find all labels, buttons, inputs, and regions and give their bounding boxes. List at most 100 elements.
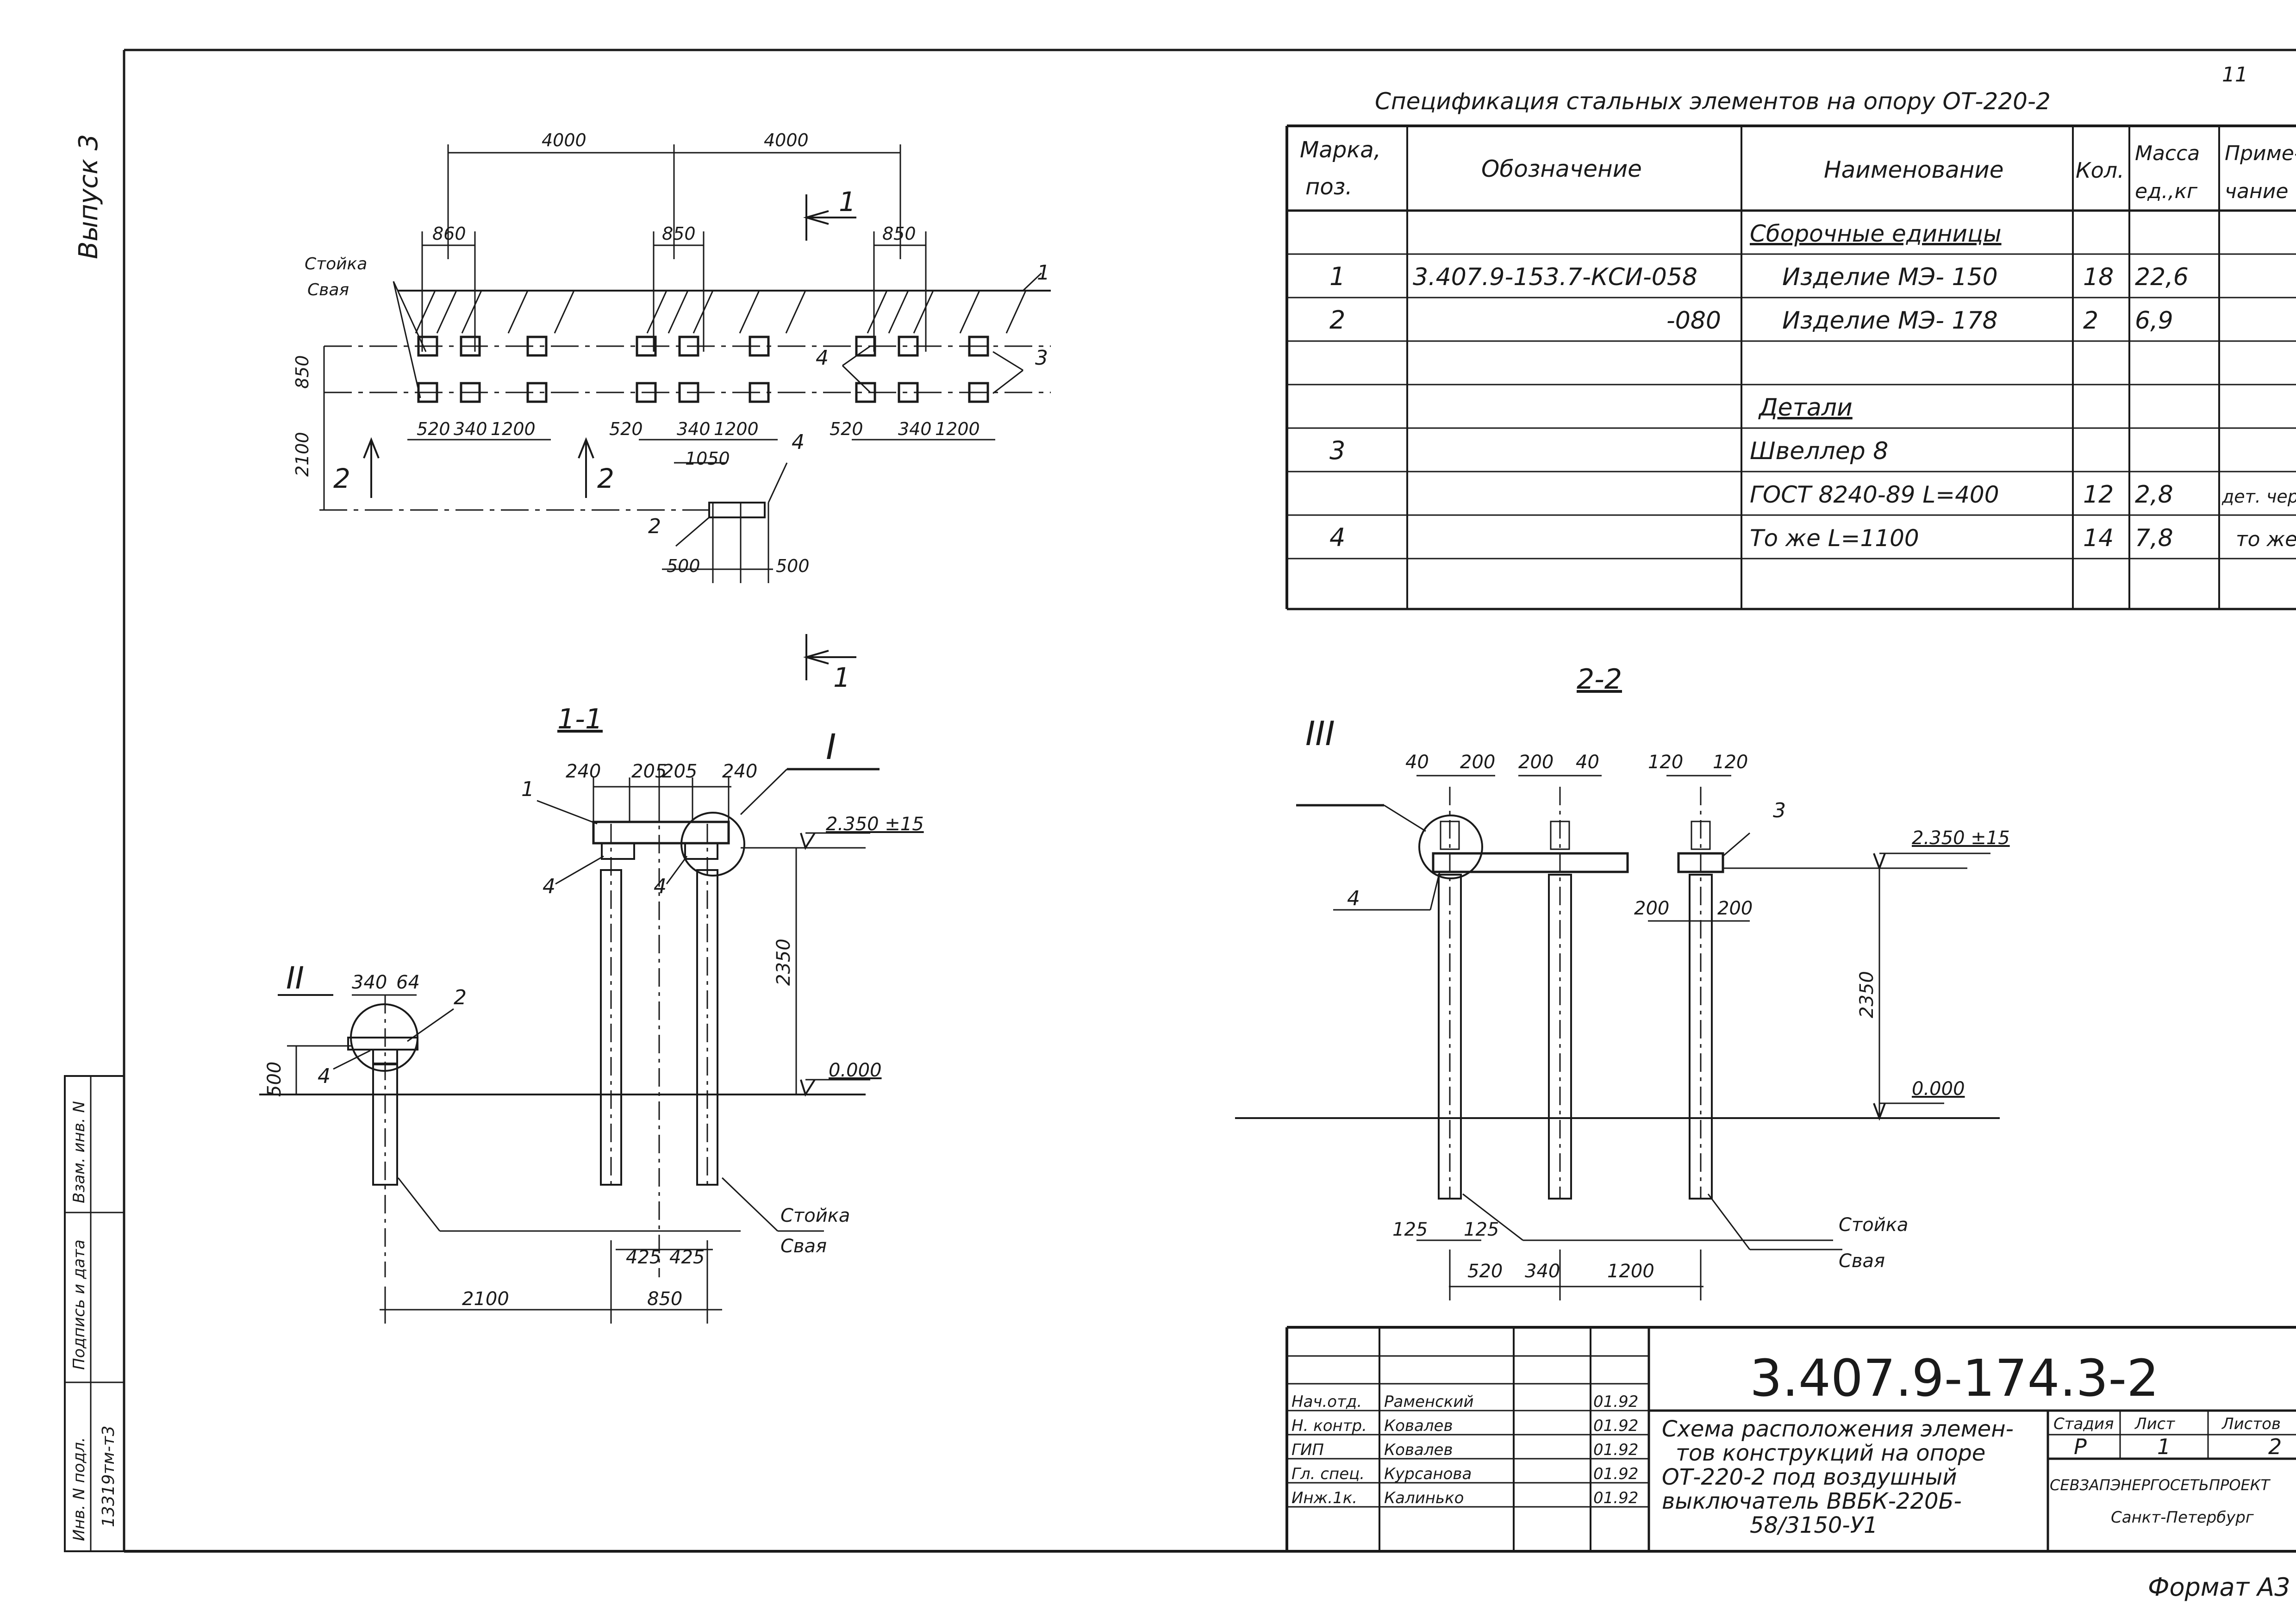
plan-section-1-top: 1 (839, 186, 856, 218)
spec-row-6-mass: 2,8 (2135, 481, 2173, 509)
plan-post-square-5 (526, 382, 548, 403)
spec-header-mass-1: Масса (2135, 142, 2200, 165)
plan-section-2-left: 2 (333, 463, 350, 494)
spec-row-6-qty: 12 (2083, 481, 2114, 509)
section-1-1-detail-I: I (826, 726, 836, 767)
spec-row-1-qty: 18 (2083, 263, 2114, 291)
section-1-1-dim-425-left: 425 (626, 1247, 661, 1268)
section-2-2-dim-2350: 2350 (1856, 971, 1878, 1018)
spec-row-5-mark: 3 (1329, 436, 1345, 465)
section-2-2-dim-40-right: 40 (1576, 752, 1599, 773)
plan-dim-340-2: 340 (677, 419, 711, 439)
spec-header-note-1: Приме- (2225, 142, 2296, 165)
section-1-1-dim-240-right: 240 (722, 761, 757, 782)
side-stamp-label-zam: Взам. инв. N (70, 1101, 88, 1203)
spec-header-name: Наименование (1824, 156, 2004, 183)
section-1-1-dim-205-right: 205 (662, 761, 697, 782)
sheet-label: Лист (2134, 1415, 2175, 1433)
section-2-2-title: 2-2 (1577, 663, 1622, 696)
section-1-1-dim-240-left: 240 (566, 761, 601, 782)
spec-header-note-2: чание (2225, 180, 2288, 203)
spec-row-5-name: Швеллер 8 (1750, 437, 1888, 465)
side-stamp-inv-number: 13319тм-т3 (99, 1425, 118, 1527)
side-label: Выпуск 3 (74, 134, 104, 259)
spec-row-2-mark: 2 (1329, 305, 1345, 335)
spec-row-2-designation: -080 (1666, 307, 1721, 335)
plan-post-square-8 (678, 336, 699, 357)
plan-dim-1050: 1050 (685, 448, 730, 469)
plan-callout-4-a: 4 (816, 346, 829, 370)
spec-row-2-mass: 6,9 (2135, 307, 2173, 335)
date-1: 01.92 (1593, 1417, 1638, 1435)
spec-row-0-name: Сборочные единицы (1750, 220, 2002, 247)
plan-dim-340-1: 340 (454, 419, 487, 439)
section-2-2-callout-4: 4 (1347, 887, 1360, 910)
section-2-2-dim-200-mid-right: 200 (1717, 898, 1753, 919)
section-1-1-title: 1-1 (557, 703, 603, 735)
section-1-1-dim-340: 340 (352, 972, 387, 993)
plan-callout-3: 3 (1035, 346, 1048, 370)
section-1-1-callout-1: 1 (521, 777, 534, 801)
plan-labels: 4000 4000 860 850 850 Стойка Свая 850 21… (292, 130, 1050, 693)
plan-callout-1: 1 (1037, 261, 1050, 285)
section-2-2-labels: 2-2 III 40 200 200 40 120 120 200 200 2.… (1305, 663, 2010, 1282)
section-1-1-callout-4-c: 4 (318, 1064, 331, 1088)
spec-row-7-mark: 4 (1329, 523, 1345, 552)
section-2-2-dim-125-right: 125 (1464, 1219, 1499, 1240)
section-2-2-dim-120-right: 120 (1713, 752, 1748, 773)
plan-dim-4000-right: 4000 (764, 130, 809, 150)
section-2-2-dim-200-a: 200 (1460, 752, 1495, 773)
section-2-2-dim-120-left: 120 (1648, 752, 1683, 773)
plan-post-square-2 (460, 336, 481, 357)
section-1-1-label-stoika: Стойка (780, 1205, 850, 1226)
plan-dim-2100-vertical: 2100 (292, 432, 312, 477)
spec-header-mark-2: поз. (1305, 174, 1353, 200)
section-2-2-elev-top: 2.350 ±15 (1912, 827, 2010, 849)
section-1-1-dim-500: 500 (264, 1062, 285, 1097)
spec-row-7-qty: 14 (2083, 524, 2114, 552)
section-1-1-elev-zero: 0.000 (829, 1060, 882, 1081)
plan-dim-850-vertical: 850 (292, 355, 312, 389)
spec-header-mark-1: Марка, (1300, 137, 1381, 163)
sheets-label: Листов (2221, 1415, 2281, 1433)
plan-label-stoika: Стойка (305, 255, 367, 274)
role-0: Нач.отд. (1292, 1393, 1362, 1411)
plan-dim-4000-left: 4000 (542, 130, 586, 150)
title-block (1285, 1326, 2296, 1551)
role-4: Инж.1к. (1292, 1489, 1357, 1507)
section-1-1-dim-2350: 2350 (773, 939, 794, 986)
section-2-2-dim-40-left: 40 (1405, 752, 1429, 773)
section-2-2-elev-zero: 0.000 (1912, 1078, 1965, 1100)
plan-post-square-13 (855, 382, 876, 403)
section-1-1-callout-4-a: 4 (543, 875, 555, 898)
side-stamp-label-inv: Инв. N подл. (70, 1437, 88, 1541)
section-1-1 (259, 768, 880, 1324)
spec-header-qty: Кол. (2076, 158, 2124, 183)
plan-label-svaya: Свая (307, 280, 349, 299)
section-2-2-dim-1200: 1200 (1607, 1261, 1654, 1282)
stage-label: Стадия (2053, 1415, 2114, 1433)
section-1-1-dim-2100: 2100 (462, 1288, 509, 1310)
plan-dim-860: 860 (432, 224, 466, 244)
spec-row-1-name: Изделие МЭ- 150 (1782, 263, 1998, 291)
section-2-2-dim-520: 520 (1467, 1261, 1503, 1282)
plan-post-square-15 (898, 382, 919, 403)
side-stamp-label-sign: Подпись и дата (70, 1239, 88, 1370)
spec-row-1-mass: 22,6 (2135, 263, 2189, 291)
plan-post-square-16 (968, 336, 989, 357)
plan-callout-4-b: 4 (792, 430, 805, 454)
spec-row-6-note: дет. чертеж (2221, 486, 2296, 507)
plan-dim-1200-3: 1200 (935, 419, 980, 439)
spec-row-7-name: То же L=1100 (1750, 525, 1919, 552)
plan-dim-520-1: 520 (417, 419, 450, 439)
description-line-0: Схема расположения элемен- (1662, 1416, 2014, 1442)
spec-row-1-mark: 1 (1329, 262, 1345, 291)
date-4: 01.92 (1593, 1489, 1638, 1507)
plan-dim-340-3: 340 (898, 419, 932, 439)
plan-post-square-4 (526, 336, 548, 357)
section-2-2-dim-340: 340 (1525, 1261, 1560, 1282)
section-2-2-label-stoika: Стойка (1839, 1214, 1908, 1236)
date-3: 01.92 (1593, 1465, 1638, 1483)
plan-post-square-14 (898, 336, 919, 357)
